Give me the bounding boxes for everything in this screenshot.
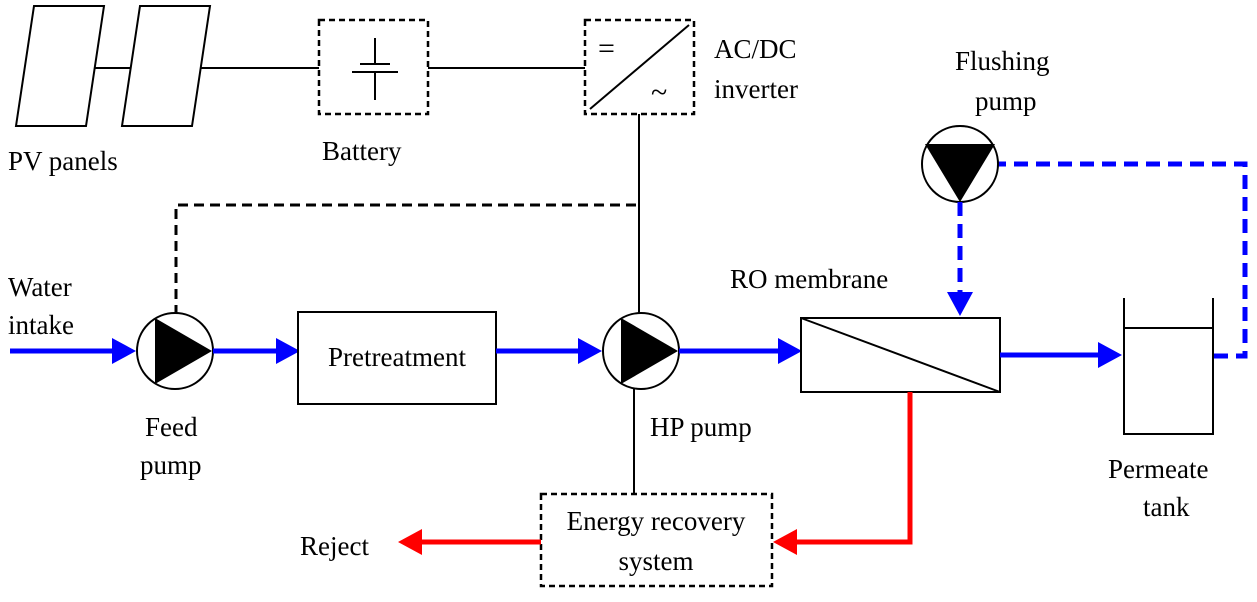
reject-label: Reject <box>300 531 369 561</box>
ro-to-ers-reject-line <box>795 392 913 545</box>
energy-recovery-label-line2: system <box>618 546 693 576</box>
flushing-pump-label-line2: pump <box>975 86 1037 116</box>
hp-to-ro-arrow <box>778 338 802 364</box>
membrane-diagonal <box>800 317 1001 393</box>
flushing-pump <box>921 125 999 203</box>
pretreatment-box <box>297 311 497 405</box>
inverter-diagonal <box>589 24 690 110</box>
ro-to-tank-arrow <box>1098 342 1122 368</box>
inverter-dc-symbol: = <box>598 32 615 65</box>
feed-pump-label-line1: Feed <box>145 412 198 442</box>
inverter-ac-symbol: ~ <box>651 76 667 109</box>
pump-triangle <box>925 144 995 202</box>
permeate-tank-label-line2: tank <box>1143 492 1190 522</box>
inverter: = ~ <box>583 18 696 116</box>
tank-icon <box>1123 298 1214 435</box>
flushing-pump-label-line1: Flushing <box>955 46 1050 76</box>
ro-membrane <box>800 317 1001 393</box>
flushing-to-ro-arrow <box>947 292 973 316</box>
feed-pump-control-wire <box>174 203 636 313</box>
permeate-tank-label-line1: Permeate <box>1108 454 1208 484</box>
pump-triangle <box>155 318 212 384</box>
battery <box>317 18 430 116</box>
feed-pump-label-line2: pump <box>140 450 202 480</box>
feed-to-pretreatment-arrow <box>276 338 300 364</box>
intake-arrow-head <box>112 338 136 364</box>
ers-to-reject-arrow <box>398 529 422 555</box>
hp-pump-label: HP pump <box>650 412 752 442</box>
inverter-label-line1: AC/DC <box>714 34 797 64</box>
battery-box <box>317 18 430 116</box>
ro-membrane-label: RO membrane <box>730 264 888 294</box>
pv-panel-icon <box>14 5 106 127</box>
pv-panels-label: PV panels <box>8 146 118 176</box>
pretreatment-to-hp-arrow <box>578 338 602 364</box>
pv-panel-icon <box>120 5 212 127</box>
battery-label: Battery <box>322 136 402 166</box>
permeate-tank <box>1123 298 1214 435</box>
energy-recovery-label-line1: Energy recovery <box>567 506 746 536</box>
feed-pump <box>136 312 214 390</box>
water-intake-label-line1: Water <box>8 272 72 302</box>
pv-panels <box>14 5 212 127</box>
pretreatment-label: Pretreatment <box>328 342 466 372</box>
ro-to-ers-reject-arrow <box>773 529 797 555</box>
pump-triangle <box>621 318 678 384</box>
hp-pump <box>602 312 680 390</box>
inverter-label-line2: inverter <box>714 74 798 104</box>
water-intake-label-line2: intake <box>8 310 74 340</box>
battery-symbol-icon <box>352 38 398 100</box>
